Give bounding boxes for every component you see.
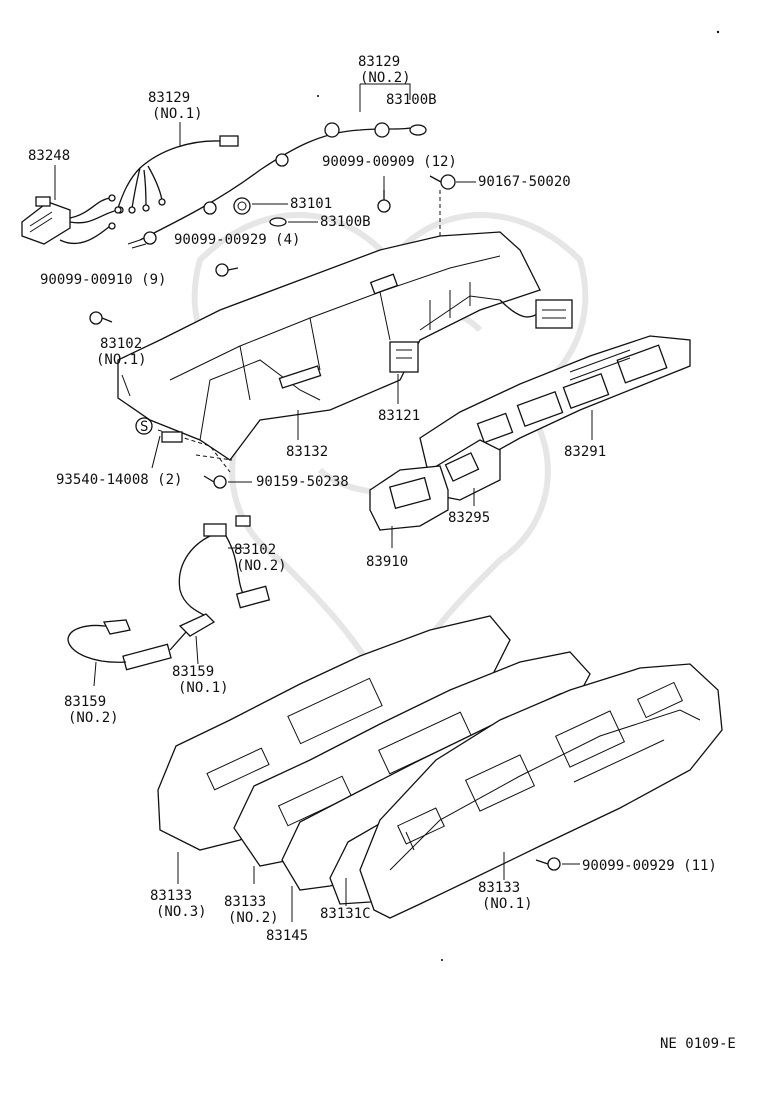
label-83133-no3-sub: (NO.3) bbox=[156, 904, 207, 920]
screw-90099-00929-4 bbox=[215, 263, 239, 277]
label-83102-no2: 83102 bbox=[234, 542, 276, 558]
label-83133-no1: 83133 bbox=[478, 880, 520, 896]
label-83129-no1-sub: (NO.1) bbox=[152, 106, 203, 122]
screw-90167-50020 bbox=[429, 174, 476, 240]
label-83291: 83291 bbox=[564, 444, 606, 460]
plate-83133-no1 bbox=[359, 663, 723, 919]
plate-83133-no3 bbox=[157, 615, 511, 851]
label-83159-no1: 83159 bbox=[172, 664, 214, 680]
s-marker: S bbox=[135, 417, 153, 435]
meter-case-83132 bbox=[117, 231, 573, 461]
panel-83295 bbox=[429, 439, 501, 501]
speck bbox=[441, 959, 443, 961]
label-90099-00929-4: 90099-00929 (4) bbox=[174, 232, 300, 248]
label-83129-no2: 83129 bbox=[358, 54, 400, 70]
screw-90159-50238 bbox=[203, 475, 227, 489]
s-marker-label: S bbox=[140, 419, 148, 435]
label-83159-no2: 83159 bbox=[64, 694, 106, 710]
label-83121: 83121 bbox=[378, 408, 420, 424]
wire-harness-83129-no1 bbox=[114, 135, 239, 214]
label-90099-00929-11: 90099-00929 (11) bbox=[582, 858, 717, 874]
label-90167-50020: 90167-50020 bbox=[478, 174, 571, 190]
screw-90099-00929-11 bbox=[535, 857, 580, 871]
label-83102-no1: 83102 bbox=[100, 336, 142, 352]
label-83159-no2-sub: (NO.2) bbox=[68, 710, 119, 726]
wire-harness-83159-no2 bbox=[67, 619, 131, 663]
label-83248: 83248 bbox=[28, 148, 70, 164]
label-83132: 83132 bbox=[286, 444, 328, 460]
label-83131c: 83131C bbox=[320, 906, 371, 922]
label-83133-no2-sub: (NO.2) bbox=[228, 910, 279, 926]
label-83295: 83295 bbox=[448, 510, 490, 526]
label-83129-no2-sub: (NO.2) bbox=[360, 70, 411, 86]
speck bbox=[716, 30, 720, 34]
speck bbox=[317, 95, 319, 97]
label-83159-no1-sub: (NO.1) bbox=[178, 680, 229, 696]
wire-harness-83102-no2 bbox=[178, 515, 271, 619]
label-90099-00910: 90099-00910 (9) bbox=[40, 272, 166, 288]
screw-90099-00909 bbox=[377, 176, 391, 213]
label-83145: 83145 bbox=[266, 928, 308, 944]
wire-harness-83129-no2 bbox=[127, 122, 427, 249]
screw-90099-00910 bbox=[89, 311, 113, 325]
label-90159-50238: 90159-50238 bbox=[256, 474, 349, 490]
label-83129-no1: 83129 bbox=[148, 90, 190, 106]
label-83910: 83910 bbox=[366, 554, 408, 570]
label-83133-no3: 83133 bbox=[150, 888, 192, 904]
label-83102-no2-sub: (NO.2) bbox=[236, 558, 287, 574]
socket-83101 bbox=[233, 197, 251, 215]
footer-code: NE 0109-E bbox=[660, 1036, 736, 1052]
label-93540-14008: 93540-14008 (2) bbox=[56, 472, 182, 488]
bulb-83100b bbox=[269, 217, 287, 227]
label-83133-no1-sub: (NO.1) bbox=[482, 896, 533, 912]
label-83100b-mid: 83100B bbox=[320, 214, 371, 230]
label-83101: 83101 bbox=[290, 196, 332, 212]
label-90099-00909: 90099-00909 (12) bbox=[322, 154, 457, 170]
label-83102-no1-sub: (NO.1) bbox=[96, 352, 147, 368]
label-83133-no2: 83133 bbox=[224, 894, 266, 910]
wire-harness-83159-no1 bbox=[122, 613, 216, 671]
switch-83910 bbox=[369, 465, 449, 531]
sensor-83248 bbox=[21, 194, 124, 245]
label-83100b-top: 83100B bbox=[386, 92, 437, 108]
